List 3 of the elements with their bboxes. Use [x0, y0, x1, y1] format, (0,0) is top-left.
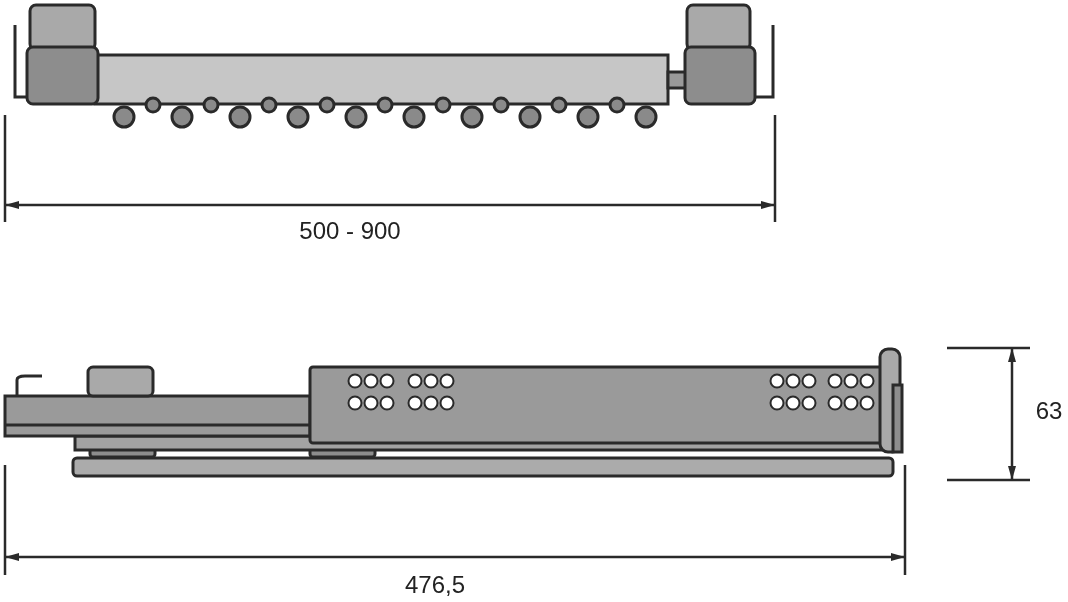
dimension-label: 500 - 900 [299, 217, 401, 244]
dimension-label: 63 [1035, 397, 1063, 424]
dimension-label: 476,5 [404, 571, 466, 598]
